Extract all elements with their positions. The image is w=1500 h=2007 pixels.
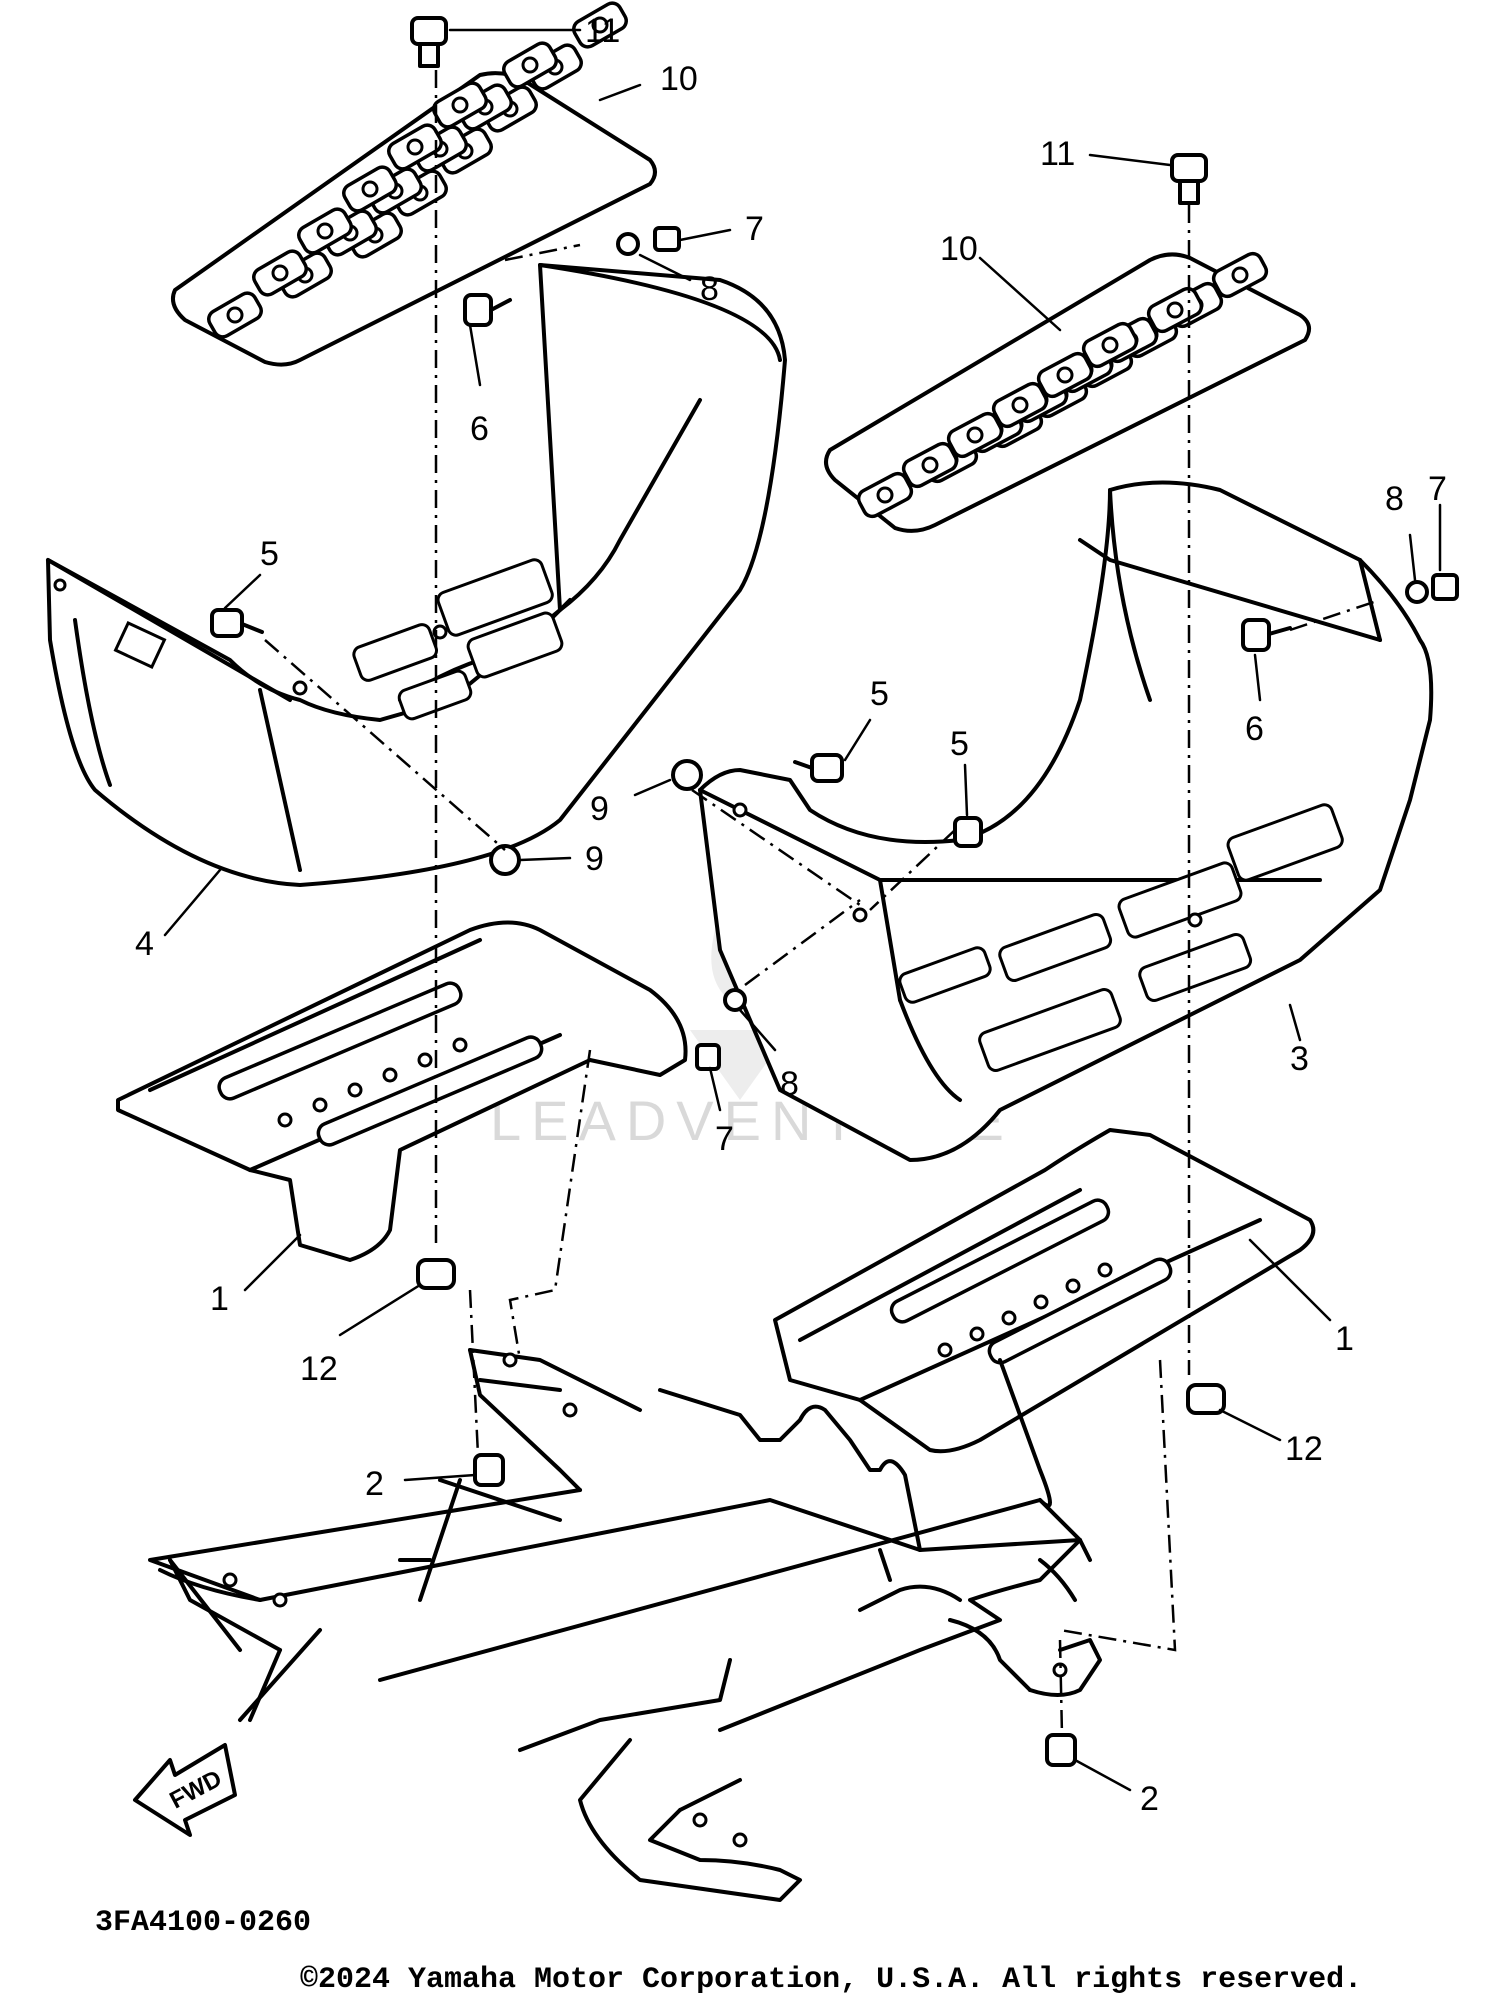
- callout-11-right: 11: [1040, 135, 1075, 173]
- leader-lines: [163, 28, 1442, 1792]
- bolt-2-left: [473, 1453, 505, 1487]
- bolt-5-right-a: [793, 753, 844, 783]
- callout-labels: 11 10 7 8 6 5 9 4 1 12 2 11 10 8 7 6 5 5…: [135, 12, 1447, 1818]
- footrest-pad-stud: [921, 456, 939, 474]
- bolt-2-right: [1045, 1733, 1077, 1767]
- frame-hole: [1033, 1294, 1049, 1310]
- frame-hole: [969, 1326, 985, 1342]
- bolt-5-left: [210, 608, 264, 638]
- callout-12-right: 12: [1285, 1430, 1323, 1468]
- footrest-pad-stud: [1101, 336, 1119, 354]
- frame-hole: [277, 1112, 293, 1128]
- footrest-pad-stud: [316, 222, 334, 240]
- frame-hole: [382, 1067, 398, 1083]
- callout-7-center: 7: [715, 1120, 734, 1158]
- callout-8-left: 8: [700, 270, 719, 308]
- nut-7-right: [1431, 573, 1459, 601]
- callout-3: 3: [1290, 1040, 1309, 1078]
- frame-holes-right: [937, 1262, 1113, 1358]
- footrest-pad-stud: [361, 180, 379, 198]
- footrest-pads-right: [856, 251, 1269, 519]
- nut-7-left: [653, 226, 681, 252]
- bolt-11-right: [1170, 153, 1208, 205]
- callout-6-left: 6: [470, 410, 489, 448]
- frame-hole: [452, 1037, 468, 1053]
- frame-hole: [1065, 1278, 1081, 1294]
- bolt-11-left: [410, 16, 448, 68]
- diagram-part-number: 3FA4100-0260: [95, 1906, 311, 1940]
- callout-2-right: 2: [1140, 1780, 1159, 1818]
- footrest-pad-stud: [1166, 301, 1184, 319]
- callout-6-right: 6: [1245, 710, 1264, 748]
- frame-hole: [1097, 1262, 1113, 1278]
- footrest-pad-stud: [876, 486, 894, 504]
- washer-8-left: [616, 232, 640, 256]
- callout-9-left: 9: [585, 840, 604, 878]
- footrest-pad-stud: [271, 264, 289, 282]
- callout-7-right: 7: [1428, 470, 1447, 508]
- callout-12-left: 12: [300, 1350, 338, 1388]
- washer-8-right: [1405, 580, 1429, 604]
- footrest-pad-stud: [1231, 266, 1249, 284]
- frame-hole: [1001, 1310, 1017, 1326]
- bolt-6-left: [463, 293, 512, 327]
- footrest-board-left: [171, 1, 657, 367]
- nut-7-center: [695, 1043, 721, 1071]
- footrest-pad-stud: [406, 138, 424, 156]
- footrest-pad-stud: [591, 16, 609, 34]
- bolt-6-right: [1241, 618, 1292, 652]
- callout-10-right: 10: [940, 230, 978, 268]
- callout-8-center: 8: [780, 1065, 799, 1103]
- fasteners: [210, 16, 1459, 1767]
- callout-7-left: 7: [745, 210, 764, 248]
- bolt-5-right-b: [953, 816, 983, 848]
- footrest-pad-stud: [1056, 366, 1074, 384]
- callout-1-right: 1: [1335, 1320, 1354, 1358]
- fwd-arrow-icon: FWD: [133, 1743, 237, 1837]
- copyright-notice: ©2024 Yamaha Motor Corporation, U.S.A. A…: [300, 1963, 1362, 1997]
- frame-rails: [148, 1348, 1102, 1902]
- callout-10-left: 10: [660, 60, 698, 98]
- grommet-12-left: [416, 1258, 456, 1290]
- footrest-pad-stud: [226, 306, 244, 324]
- grommet-12-right: [1186, 1383, 1226, 1415]
- footrest-frame-right: [773, 1128, 1316, 1454]
- callout-5-right-b: 5: [950, 725, 969, 763]
- nut-9-left: [489, 844, 521, 876]
- frame-holes-left: [277, 1037, 468, 1128]
- frame-hole: [312, 1097, 328, 1113]
- nut-9-right: [671, 759, 703, 791]
- callout-4: 4: [135, 925, 154, 963]
- callout-9-right: 9: [590, 790, 609, 828]
- callout-5-left: 5: [260, 535, 279, 573]
- footrest-board-right: [824, 251, 1311, 533]
- footrest-pads-left: [207, 1, 628, 339]
- footrest-pad-stud: [1011, 396, 1029, 414]
- footrest-pad-stud: [966, 426, 984, 444]
- frame-hole: [347, 1082, 363, 1098]
- callout-1-left: 1: [210, 1280, 229, 1318]
- footrest-cover-left: [46, 263, 787, 887]
- footrest-pad-stud: [451, 96, 469, 114]
- frame-hole: [417, 1052, 433, 1068]
- frame-hole: [937, 1342, 953, 1358]
- footrest-frame-left: [116, 920, 688, 1262]
- footrest-pad-stud: [521, 56, 539, 74]
- assembly-lines: [264, 70, 1381, 1736]
- callout-5-right-a: 5: [870, 675, 889, 713]
- footrest-cover-right: [698, 480, 1434, 1162]
- callout-8-right: 8: [1385, 480, 1404, 518]
- washer-8-center: [723, 988, 747, 1012]
- callout-2-left: 2: [365, 1465, 384, 1503]
- callout-11-left: 11: [585, 12, 620, 50]
